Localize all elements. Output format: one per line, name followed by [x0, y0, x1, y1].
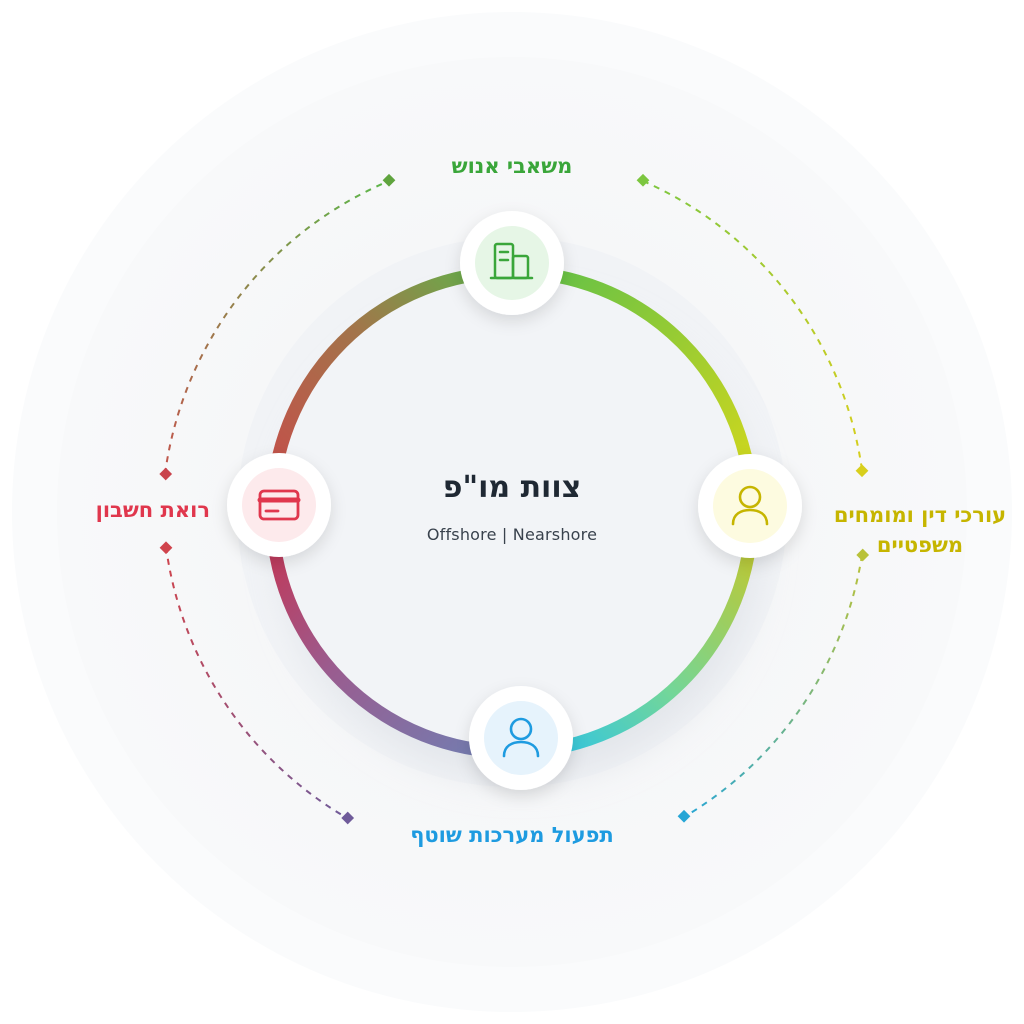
credit-card-icon — [257, 489, 301, 521]
node-right[interactable] — [698, 454, 802, 558]
connector-arc-top-right — [642, 180, 863, 471]
node-bottom[interactable] — [469, 686, 573, 790]
center-subtitle: Offshore | Nearshore — [426, 525, 598, 544]
connector-arc-top-left — [164, 180, 390, 475]
arc-end-marker — [382, 173, 396, 187]
node-left[interactable] — [227, 453, 331, 557]
label-lawyers: עורכי דין ומומחים משפטיים — [833, 503, 1007, 557]
center-disc — [274, 274, 750, 750]
node-top[interactable] — [460, 211, 564, 315]
ring-arc-bottom-left — [265, 511, 513, 759]
connector-arc-bottom-left — [165, 546, 348, 819]
arc-end-marker — [677, 809, 691, 823]
building-icon — [489, 242, 534, 280]
arc-end-marker — [159, 541, 173, 555]
arc-end-marker — [856, 548, 870, 562]
user-icon — [502, 717, 540, 758]
label-operations: תפעול מערכות שוטף — [410, 823, 614, 847]
label-accountant: רואת חשבון — [95, 498, 210, 522]
arc-end-marker — [159, 467, 173, 481]
center-title: צוות מו"פ — [442, 470, 582, 505]
node-icon-bg — [242, 468, 316, 542]
label-hr: משאבי אנוש — [451, 154, 573, 178]
user-icon — [731, 485, 769, 526]
